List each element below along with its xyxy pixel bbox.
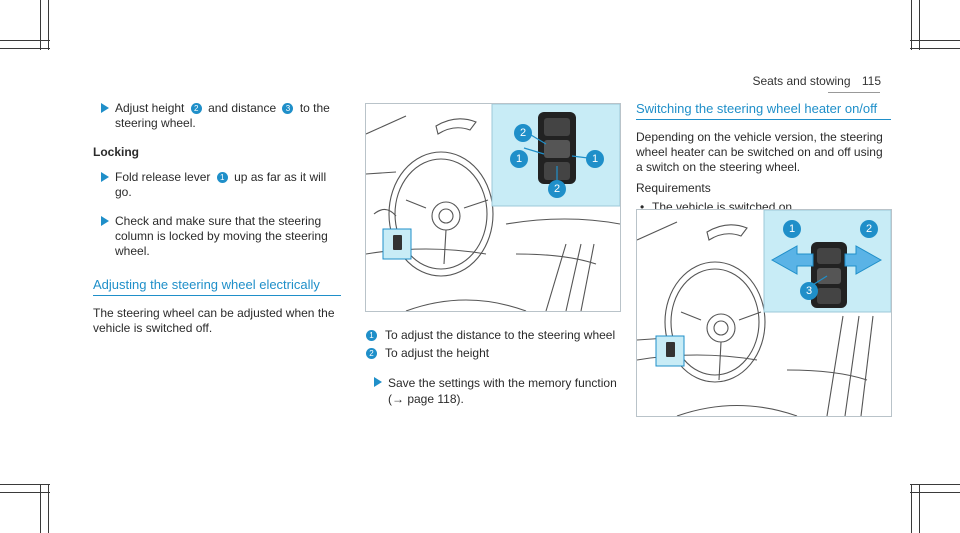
callout-badge: 1 bbox=[783, 220, 801, 238]
figure-steering-heater: 1 2 3 bbox=[636, 209, 892, 417]
crop-mark bbox=[919, 484, 920, 533]
step-arrow-icon bbox=[101, 216, 109, 226]
step-text: Adjust height bbox=[115, 101, 185, 115]
step-text: Check and make sure that the steering co… bbox=[115, 214, 328, 258]
crop-mark bbox=[40, 0, 41, 50]
caption-row: 1 To adjust the distance to the steering… bbox=[366, 327, 622, 343]
step-text: up as far as it will go. bbox=[115, 170, 327, 199]
step-arrow-icon bbox=[374, 377, 382, 387]
caption-text: To adjust the distance to the steering w… bbox=[385, 328, 616, 342]
callout-badge: 1 bbox=[586, 150, 604, 168]
header-rule bbox=[828, 92, 880, 93]
figure-steering-adjust: 2 1 1 2 bbox=[365, 103, 621, 312]
step-text: to the steering wheel. bbox=[115, 101, 330, 130]
callout-badge: 1 bbox=[216, 172, 228, 184]
crop-mark bbox=[911, 0, 912, 50]
step-text: Fold release lever bbox=[115, 170, 211, 184]
page-header: Seats and stowing 115 bbox=[752, 74, 881, 88]
right-column: Switching the steering wheel heater on/o… bbox=[636, 101, 891, 215]
callout-badge: 1 bbox=[366, 329, 377, 341]
callout-badge: 2 bbox=[548, 180, 566, 198]
steering-wheel-illustration bbox=[365, 103, 621, 312]
body-text: The steering wheel can be adjusted when … bbox=[93, 306, 335, 335]
step-text: and distance bbox=[208, 101, 277, 115]
callout-badge: 3 bbox=[282, 103, 294, 115]
callout-badge: 1 bbox=[510, 150, 528, 168]
crop-mark bbox=[910, 40, 960, 41]
step-save-memory: Save the settings with the memory functi… bbox=[366, 375, 622, 407]
crop-mark bbox=[910, 492, 960, 493]
step-adjust-height: Adjust height 2 and distance 3 to the st… bbox=[93, 101, 341, 131]
step-arrow-icon bbox=[101, 103, 109, 113]
steering-heater-illustration bbox=[636, 209, 892, 417]
caption-row: 2 To adjust the height bbox=[366, 345, 622, 361]
section-title-adjust-electric: Adjusting the steering wheel electricall… bbox=[93, 277, 341, 296]
crop-mark bbox=[911, 484, 912, 533]
step-text: Save the settings with the memory functi… bbox=[388, 376, 617, 390]
figure-captions: 1 To adjust the distance to the steering… bbox=[366, 327, 622, 421]
section-title-heater: Switching the steering wheel heater on/o… bbox=[636, 101, 891, 120]
crop-mark bbox=[48, 484, 49, 533]
crop-mark bbox=[0, 492, 50, 493]
body-text: Depending on the vehicle version, the st… bbox=[636, 130, 883, 174]
locking-heading: Locking bbox=[93, 145, 140, 159]
section-name: Seats and stowing bbox=[752, 74, 851, 88]
crop-mark bbox=[48, 0, 49, 50]
crop-mark bbox=[910, 484, 960, 485]
bullet-icon: • bbox=[640, 200, 645, 214]
callout-badge: 2 bbox=[190, 103, 202, 115]
crop-mark bbox=[919, 0, 920, 50]
crop-mark bbox=[0, 48, 50, 49]
step-arrow-icon bbox=[101, 172, 109, 182]
page-reference: (→ page 118). bbox=[388, 392, 464, 406]
caption-text: To adjust the height bbox=[385, 346, 490, 360]
callout-badge: 2 bbox=[366, 347, 377, 359]
callout-badge: 2 bbox=[860, 220, 878, 238]
callout-badge: 2 bbox=[514, 124, 532, 142]
requirements-heading: Requirements bbox=[636, 181, 711, 195]
step-fold-lever: Fold release lever 1 up as far as it wil… bbox=[93, 170, 341, 200]
crop-mark bbox=[0, 40, 50, 41]
callout-badge: 3 bbox=[800, 282, 818, 300]
page-number: 115 bbox=[861, 74, 881, 88]
left-column: Adjust height 2 and distance 3 to the st… bbox=[93, 101, 341, 336]
step-check-locked: Check and make sure that the steering co… bbox=[93, 214, 341, 259]
crop-mark bbox=[40, 484, 41, 533]
crop-mark bbox=[0, 484, 50, 485]
crop-mark bbox=[910, 48, 960, 49]
